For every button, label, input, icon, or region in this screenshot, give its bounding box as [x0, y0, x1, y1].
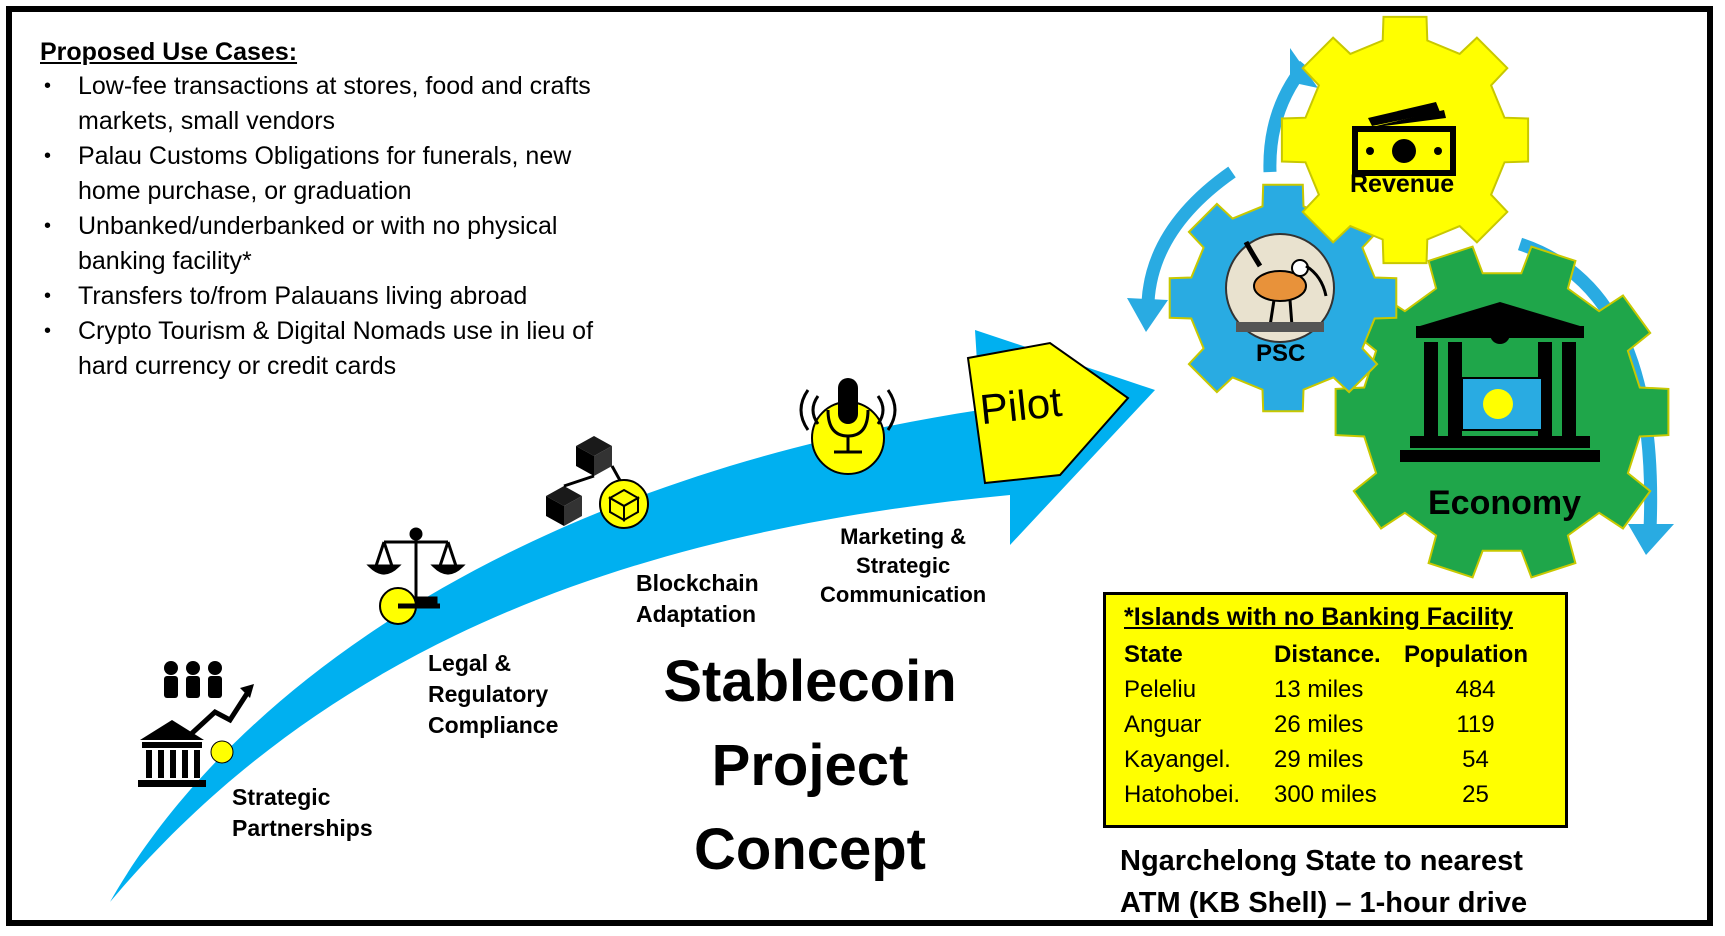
use-cases-heading: Proposed Use Cases: [40, 38, 298, 66]
stage-label-line: Blockchain [636, 570, 759, 596]
islands-table-title: *Islands with no Banking Facility [1124, 603, 1513, 631]
table-cell: 25 [1462, 780, 1489, 808]
bird-logo-icon [1225, 233, 1335, 343]
atm-note-line: ATM (KB Shell) – 1-hour drive [1120, 887, 1528, 919]
use-cases-list: Low-fee transactions at stores, food and… [40, 69, 630, 384]
table-cell: Peleliu [1124, 675, 1197, 703]
stage-label-line: Regulatory [428, 681, 549, 707]
microphone-icon [799, 378, 897, 475]
list-item: Unbanked/underbanked or with no physical… [44, 209, 630, 279]
table-row: Peleliu 13 miles 484 [1124, 672, 1547, 707]
title-line: Project [711, 733, 909, 798]
table-cell: 300 miles [1274, 780, 1377, 808]
stage-label-marketing: Marketing & Strategic Communication [820, 522, 986, 609]
stage-label-blockchain: Blockchain Adaptation [636, 568, 759, 630]
islands-table-box: *Islands with no Banking Facility State … [1103, 592, 1568, 828]
table-cell: Anguar [1124, 710, 1202, 738]
pilot-shape [966, 341, 1130, 485]
stage-label-line: Marketing & [840, 524, 967, 549]
table-cell: Kayangel. [1124, 745, 1231, 773]
title-line: Concept [694, 817, 926, 882]
blockchain-icon [546, 436, 649, 529]
table-cell: 484 [1455, 675, 1496, 703]
stage-label-line: Legal & [428, 650, 512, 676]
cash-icon [1352, 102, 1456, 176]
revenue-gear-label: Revenue [1350, 170, 1455, 198]
stage-label-line: Communication [820, 582, 987, 607]
stage-label-line: Adaptation [636, 601, 757, 627]
title-line: Stablecoin [663, 649, 957, 714]
table-cell: 54 [1462, 745, 1489, 773]
list-item: Crypto Tourism & Digital Nomads use in l… [44, 314, 630, 384]
psc-gear-label: PSC [1256, 340, 1306, 367]
column-header: Population [1404, 641, 1528, 668]
stage-label-line: Strategic [856, 553, 951, 578]
pilot-label: Pilot [977, 377, 1064, 434]
partnership-icon [138, 661, 254, 787]
atm-note-line: Ngarchelong State to nearest [1120, 845, 1523, 877]
table-row: Hatohobei. 300 miles 25 [1124, 777, 1547, 812]
table-row: Anguar 26 miles 119 [1124, 707, 1547, 742]
islands-table: State Distance. Population Peleliu 13 mi… [1124, 638, 1547, 812]
economy-gear-label: Economy [1428, 484, 1582, 522]
stage-label-line: Partnerships [232, 815, 373, 841]
page-title: Stablecoin Project Concept [630, 640, 990, 892]
list-item: Transfers to/from Palauans living abroad [44, 279, 630, 314]
stage-label-line: Strategic [232, 784, 331, 810]
list-item: Palau Customs Obligations for funerals, … [44, 139, 630, 209]
atm-note: Ngarchelong State to nearest ATM (KB She… [1120, 840, 1527, 924]
stage-label-partnerships: Strategic Partnerships [232, 782, 373, 844]
arrow-head-right [1628, 524, 1674, 555]
stage-label-line: Compliance [428, 712, 559, 738]
stage-label-legal: Legal & Regulatory Compliance [428, 648, 558, 741]
table-cell: Hatohobei. [1124, 780, 1241, 808]
progress-arrow [110, 330, 1155, 902]
table-cell: 29 miles [1274, 745, 1364, 773]
bank-building-icon [1400, 302, 1600, 462]
list-item: Low-fee transactions at stores, food and… [44, 69, 630, 139]
use-cases-panel: Proposed Use Cases: Low-fee transactions… [40, 38, 630, 384]
column-header: State [1124, 641, 1183, 668]
table-header-row: State Distance. Population [1124, 638, 1547, 672]
column-header: Distance. [1274, 641, 1381, 668]
table-row: Kayangel. 29 miles 54 [1124, 742, 1547, 777]
table-cell: 119 [1456, 710, 1495, 738]
scales-icon [366, 527, 466, 625]
arrow-head-left [1127, 298, 1168, 332]
table-cell: 13 miles [1274, 675, 1364, 703]
table-cell: 26 miles [1274, 710, 1364, 738]
